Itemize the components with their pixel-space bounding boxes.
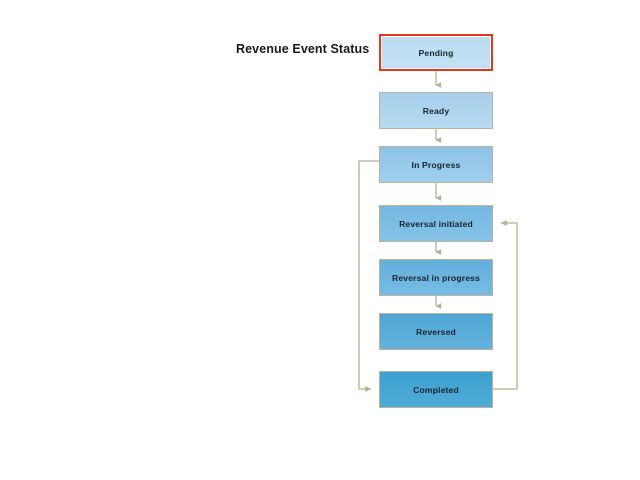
node-reversal-in-progress[interactable]: Reversal in progress (379, 259, 493, 296)
node-label: Reversal initiated (399, 218, 473, 229)
edge-completed-revinit-loop (493, 220, 518, 390)
edge-inprogress-completed-loop (358, 160, 379, 392)
node-label: Pending (418, 47, 454, 58)
node-pending[interactable]: Pending (379, 34, 493, 71)
node-completed[interactable]: Completed (379, 371, 493, 408)
node-label: Reversed (416, 326, 456, 337)
page-title: Revenue Event Status (236, 42, 370, 56)
node-label: Completed (413, 384, 459, 395)
node-reversed[interactable]: Reversed (379, 313, 493, 350)
node-label: Reversal in progress (391, 272, 481, 283)
node-label: Ready (422, 105, 450, 116)
node-label: In Progress (411, 159, 461, 170)
node-ready[interactable]: Ready (379, 92, 493, 129)
node-in-progress[interactable]: In Progress (379, 146, 493, 183)
node-reversal-initiated[interactable]: Reversal initiated (379, 205, 493, 242)
